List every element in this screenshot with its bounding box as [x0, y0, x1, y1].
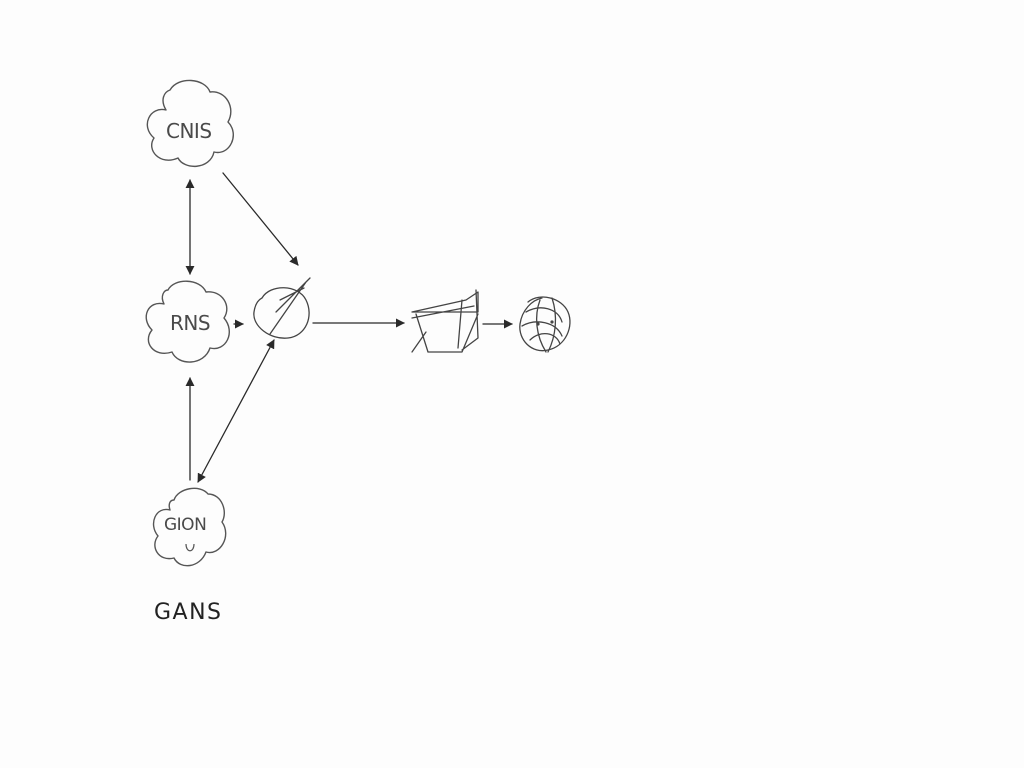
node-cnis: CNIS	[146, 79, 234, 167]
node-gion: GION	[152, 487, 227, 567]
node-face-scribble	[519, 296, 571, 353]
pen-stroke	[269, 277, 311, 335]
edge-cnis-pen	[222, 172, 299, 266]
diagram-caption: GANS	[154, 600, 223, 625]
edge-pen-gion	[197, 339, 275, 483]
cloud-shape-gion	[152, 487, 227, 567]
node-label-gion: GION	[164, 515, 206, 535]
face-eye-left	[536, 322, 540, 326]
face-scribble-shape	[519, 296, 571, 353]
gion-mouth-mark	[185, 543, 195, 552]
prism-shape	[411, 289, 479, 353]
pen-circle-outline	[253, 287, 310, 339]
node-pen-sketch	[253, 277, 311, 339]
node-label-cnis: CNIS	[166, 119, 212, 143]
cloud-shape-cnis	[146, 79, 234, 167]
node-label-rns: RNS	[170, 311, 210, 335]
node-rns: RNS	[145, 280, 230, 363]
face-eye-right	[550, 320, 554, 324]
node-prism-sketch	[411, 289, 479, 353]
cloud-shape-rns	[145, 280, 230, 363]
